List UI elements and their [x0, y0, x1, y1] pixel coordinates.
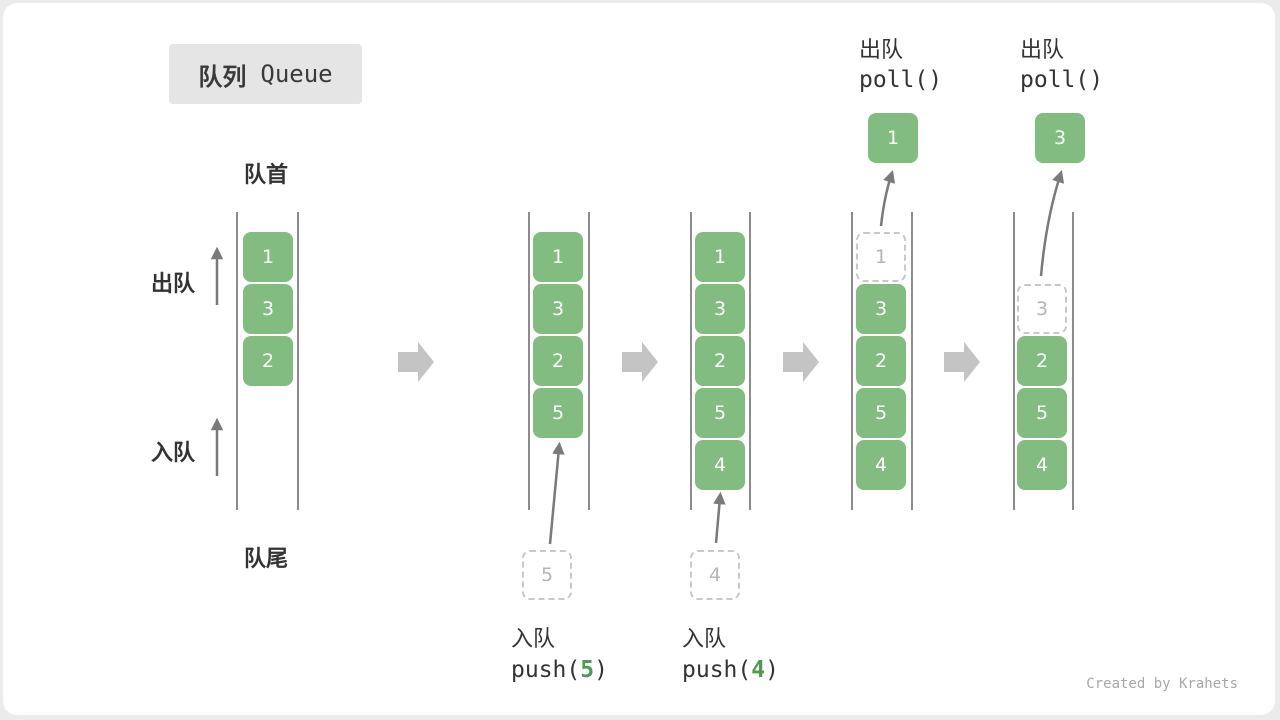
stage3-node: 5 [695, 388, 745, 438]
enqueue-label: 入队 [151, 441, 196, 466]
tube3-left-wall [690, 212, 692, 510]
poll2-call: poll() [1020, 67, 1104, 93]
stage4-outgoing-node: 1 [868, 113, 918, 163]
queue-tail-label: 队尾 [244, 547, 289, 572]
stage3-node: 1 [695, 232, 745, 282]
tube5-right-wall [1072, 212, 1074, 510]
stage5-outgoing-node: 3 [1035, 113, 1085, 163]
stage1-node: 2 [243, 336, 293, 386]
credit-text: Created by Krahets [1086, 676, 1238, 692]
step-arrow-2 [622, 342, 658, 382]
step-arrow-4 [944, 342, 980, 382]
stage4-node: 5 [856, 388, 906, 438]
tube1-left-wall [236, 212, 238, 510]
stage2-incoming-node: 5 [522, 550, 572, 600]
stage4-node: 4 [856, 440, 906, 490]
stage2-node: 3 [533, 284, 583, 334]
stage1-node: 1 [243, 232, 293, 282]
stage2-node: 5 [533, 388, 583, 438]
dequeue-label: 出队 [151, 272, 196, 297]
stage3-incoming-node: 4 [690, 550, 740, 600]
push4-arg: 4 [751, 657, 766, 683]
queue-head-label: 队首 [244, 163, 289, 188]
tube5-left-wall [1013, 212, 1015, 510]
title-chinese: 队列 [198, 62, 247, 91]
push5-arrow [548, 441, 565, 545]
stage2-node: 2 [533, 336, 583, 386]
diagram-title: 队列 Queue [169, 44, 362, 104]
poll1-caption: 出队 [859, 38, 904, 63]
poll2-arrow [1039, 170, 1065, 277]
push4-caption: 入队 [682, 627, 727, 652]
title-english: Queue [260, 60, 333, 88]
stage4-removed-node: 1 [856, 232, 906, 282]
stage5-node: 5 [1017, 388, 1067, 438]
tube4-left-wall [851, 212, 853, 510]
push4-close: ) [765, 657, 779, 683]
push5-caption: 入队 [511, 627, 556, 652]
tube2-left-wall [528, 212, 530, 510]
tube3-right-wall [749, 212, 751, 510]
stage3-node: 4 [695, 440, 745, 490]
stage5-node: 4 [1017, 440, 1067, 490]
poll1-call: poll() [859, 67, 943, 93]
step-arrow-1 [398, 342, 434, 382]
push5-close: ) [594, 657, 608, 683]
stage3-node: 3 [695, 284, 745, 334]
push5-call: push(5) [511, 657, 608, 683]
stage3-node: 2 [695, 336, 745, 386]
stage4-node: 3 [856, 284, 906, 334]
stage5-removed-node: 3 [1017, 284, 1067, 334]
stage4-node: 2 [856, 336, 906, 386]
stage1-node: 3 [243, 284, 293, 334]
stage5-node: 2 [1017, 336, 1067, 386]
push4-func: push( [682, 657, 752, 683]
push5-func: push( [511, 657, 581, 683]
poll1-arrow [879, 170, 896, 227]
tube4-right-wall [911, 212, 913, 510]
tube2-right-wall [588, 212, 590, 510]
poll2-caption: 出队 [1020, 38, 1065, 63]
tube1-right-wall [297, 212, 299, 510]
push4-arrow [713, 491, 726, 544]
stage2-node: 1 [533, 232, 583, 282]
push5-arg: 5 [580, 657, 595, 683]
push4-call: push(4) [682, 657, 779, 683]
step-arrow-3 [783, 342, 819, 382]
